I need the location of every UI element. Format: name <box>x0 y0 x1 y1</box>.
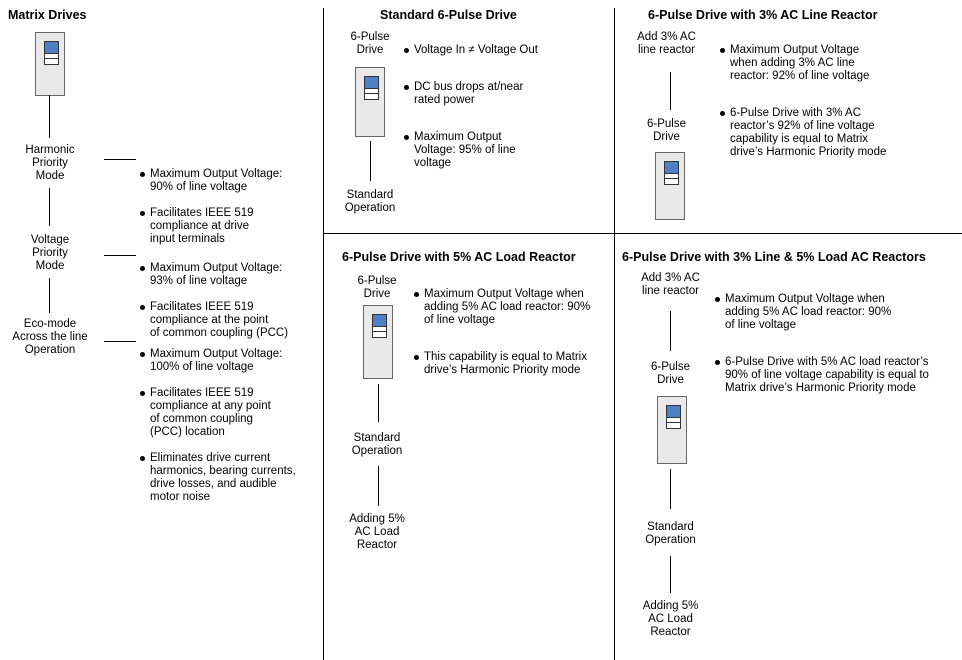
connector <box>49 188 50 226</box>
load-reactor-drive-icon <box>363 305 393 379</box>
mode-label-eco: Eco-mode Across the line Operation <box>12 318 88 356</box>
bullet-item: Maximum Output Voltage: 93% of line volt… <box>140 262 320 288</box>
line-load-drive-label: 6-Pulse Drive <box>651 361 690 386</box>
standard-title: Standard 6-Pulse Drive <box>380 8 517 22</box>
divider-left <box>323 8 324 660</box>
line-load-drive-icon <box>657 396 687 464</box>
matrix-drive-icon <box>35 32 65 96</box>
bullet-item: This capability is equal to Matrix drive… <box>414 351 610 377</box>
line-reactor-bullets: Maximum Output Voltage when adding 3% AC… <box>720 31 958 183</box>
load-reactor-bottom-label: Adding 5% AC Load Reactor <box>349 513 405 551</box>
line-load-operation-label: Standard Operation <box>645 521 696 546</box>
connector <box>670 311 671 351</box>
load-reactor-bullets: Maximum Output Voltage when adding 5% AC… <box>414 275 610 401</box>
divider-right <box>614 8 615 660</box>
bullet-item: Eliminates drive current harmonics, bear… <box>140 452 320 504</box>
harmonic-bullets: Maximum Output Voltage: 90% of line volt… <box>140 155 320 259</box>
connector <box>670 556 671 593</box>
connector <box>370 141 371 181</box>
mode-label-harmonic: Harmonic Priority Mode <box>25 144 75 182</box>
line-load-bottom-label: Adding 5% AC Load Reactor <box>642 600 699 638</box>
connector <box>378 466 379 506</box>
standard-operation-label: Standard Operation <box>344 189 396 214</box>
bullet-item: 6-Pulse Drive with 3% AC reactor’s 92% o… <box>720 107 958 159</box>
bullet-item: Maximum Output Voltage: 100% of line vol… <box>140 348 320 374</box>
bullet-item: Maximum Output Voltage: 95% of line volt… <box>404 131 609 170</box>
matrix-title: Matrix Drives <box>8 8 87 22</box>
bullet-item: Facilitates IEEE 519 compliance at any p… <box>140 387 320 439</box>
bullet-item: Maximum Output Voltage when adding 5% AC… <box>414 288 610 327</box>
line-load-top-label: Add 3% AC line reactor <box>641 272 700 297</box>
divider-horizontal <box>323 233 962 234</box>
bullet-item: Voltage In ≠ Voltage Out <box>404 44 609 57</box>
load-reactor-title: 6-Pulse Drive with 5% AC Load Reactor <box>342 250 576 264</box>
voltage-bullets: Maximum Output Voltage: 93% of line volt… <box>140 249 320 353</box>
load-reactor-drive-label: 6-Pulse Drive <box>357 275 397 300</box>
bullet-item: Maximum Output Voltage when adding 3% AC… <box>720 44 958 83</box>
standard-drive-icon <box>355 67 385 137</box>
connector <box>670 72 671 110</box>
connector <box>104 159 136 160</box>
line-load-title: 6-Pulse Drive with 3% Line & 5% Load AC … <box>622 250 926 264</box>
load-reactor-operation-label: Standard Operation <box>351 432 403 457</box>
connector <box>49 278 50 313</box>
line-reactor-drive-label: 6-Pulse Drive <box>647 118 686 143</box>
bullet-item: Facilitates IEEE 519 compliance at the p… <box>140 301 320 340</box>
line-reactor-title: 6-Pulse Drive with 3% AC Line Reactor <box>648 8 878 22</box>
connector <box>378 384 379 422</box>
connector <box>104 255 136 256</box>
mode-label-voltage: Voltage Priority Mode <box>30 234 70 272</box>
bullet-item: 6-Pulse Drive with 5% AC load reactor’s … <box>715 356 959 395</box>
line-reactor-drive-icon <box>655 152 685 220</box>
bullet-item: Maximum Output Voltage: 90% of line volt… <box>140 168 320 194</box>
bullet-item: DC bus drops at/near rated power <box>404 81 609 107</box>
connector <box>104 341 136 342</box>
bullet-item: Facilitates IEEE 519 compliance at drive… <box>140 207 320 246</box>
standard-bullets: Voltage In ≠ Voltage Out DC bus drops at… <box>404 31 609 194</box>
connector <box>670 469 671 509</box>
bullet-item: Maximum Output Voltage when adding 5% AC… <box>715 293 959 332</box>
line-reactor-top-label: Add 3% AC line reactor <box>637 31 696 56</box>
eco-bullets: Maximum Output Voltage: 100% of line vol… <box>140 335 320 517</box>
connector <box>49 95 50 138</box>
line-load-bullets: Maximum Output Voltage when adding 5% AC… <box>715 280 959 419</box>
standard-drive-label: 6-Pulse Drive <box>350 31 390 56</box>
